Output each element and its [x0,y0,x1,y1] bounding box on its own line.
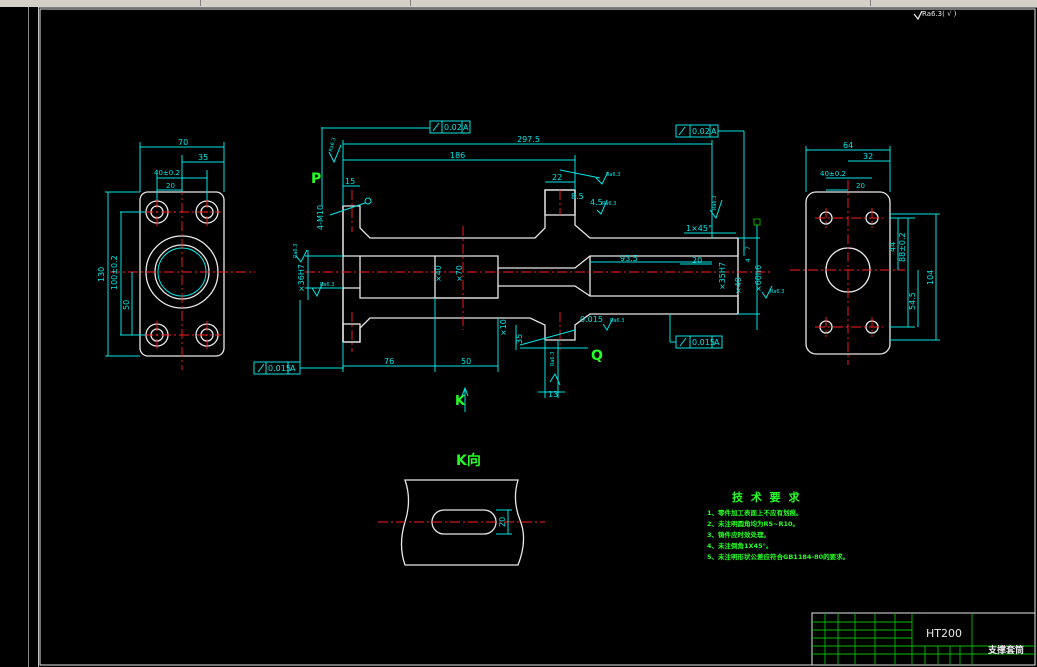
dim-8-5: 8.5 [571,192,584,201]
dim-dia-10: ×10 [499,319,508,336]
side-dim-width: 64 [843,141,853,150]
dim-22: 22 [552,173,562,182]
tech-item-5: 5、未注明形状公差应符合GB1184-80的要求。 [707,552,849,561]
ra-note-6: Ra6.3 [320,282,334,288]
part-name: 支撑套筒 [987,644,1024,656]
dim-total-length: 297.5 [517,135,540,144]
left-rail [28,7,29,667]
side-dim-small: 20 [856,182,865,190]
dim-hole-span: 40±0.2 [154,169,180,177]
roughness-symbol: Ra6.3( √ ) [913,10,957,21]
title-block: HT200 支撑套筒 [811,612,1036,666]
label-k: K [455,394,466,409]
dim-height: 130 [97,267,106,282]
tech-item-2: 2、未注明圆角均为R5~R10。 [707,519,799,528]
dim-15: 15 [345,177,355,186]
tol-runout-2: 0.02 [692,127,710,136]
dim-186: 186 [450,151,465,160]
tech-item-1: 1、零件加工表面上不应有划痕。 [707,508,803,517]
roughness-note: Ra6.3( √ ) [922,10,957,18]
label-q: Q [591,348,603,364]
dim-7: 7 [745,246,752,250]
dim-dia-40b: ×40 [734,277,743,294]
dim-4-5: 4.5 [590,198,603,207]
front-view: 70 35 40±0.2 20 130 100±0.2 50 [97,138,255,370]
ra-note-8: Ra6.3 [550,352,556,366]
tech-title: 技 术 要 求 [732,490,802,504]
dim-half: 35 [198,153,208,162]
side-dim-54-5: 54.5 [908,292,917,310]
dim-dia-40: ×40 [434,265,443,282]
thread-callout: 4-M10 [316,205,325,230]
k-view-title: K向 [456,452,481,469]
chamfer-note: 1×45° [686,224,712,233]
side-dim-half: 32 [863,152,873,161]
label-p: P [311,171,321,187]
ra-note-2: Ra6.3 [602,201,616,207]
drawing-frame [39,8,1036,666]
main-section-view: 0.02 A 297.5 186 22 Ra6.3 8.5 4.5 Ra6.3 … [253,120,784,412]
tol-perp: 0.015 [268,364,291,373]
dim-small: 20 [166,182,175,190]
dim-76: 76 [384,357,394,366]
dim-35: 35 [515,334,524,344]
dim-50: 50 [461,357,471,366]
k-dim-20: 20 [498,517,507,527]
dim-93-5: 93.5 [620,254,638,263]
side-view: 64 32 40±0.2 20 88±0.2 44 104 54.5 [790,141,940,365]
toolbar-segment-7[interactable] [875,0,1037,6]
ra-note-3: Ra6.3 [328,137,338,152]
side-dim-104: 104 [926,270,935,285]
dim-dia-70: ×70 [455,265,464,282]
ra-note-4: Ra6.3 [712,196,718,210]
dim-20: 20 [692,256,702,265]
k-view: K向 20 [378,452,545,566]
side-dim-88: 88±0.2 [898,232,907,262]
toolbar-strip[interactable] [0,0,1037,8]
dim-4: 4 [745,258,752,262]
material-label: HT200 [926,627,962,640]
toolbar-segment-3[interactable] [360,0,411,6]
toolbar-segment-6[interactable] [730,0,871,6]
dim-width: 70 [178,138,188,147]
tol-015: 0.015 [580,315,603,324]
ra-note-5: Ra6.3 [770,289,784,295]
datum-2: A [711,127,717,136]
dim-bore-right: ×35H7 [718,262,727,290]
datum-1: A [463,123,469,132]
dim-dia-60: ×60h6 [754,265,763,292]
left-toolbar[interactable] [0,7,39,667]
tol-runout-1: 0.02 [444,123,462,132]
side-dim-44: 44 [888,242,897,252]
tech-item-3: 3、铸件应时效处理。 [707,530,770,539]
tol-runout-3: 0.015 [692,338,715,347]
datum-4: A [714,338,720,347]
dim-hole-v: 100±0.2 [110,255,119,290]
dim-bore-left: ×36H7 [297,264,306,292]
dim-lower: 50 [122,300,131,310]
datum-3: A [290,364,296,373]
tech-requirements: 技 术 要 求 1、零件加工表面上不应有划痕。 2、未注明圆角均为R5~R10。… [707,490,849,561]
toolbar-segment-2[interactable] [140,0,201,6]
ra-note-1: Ra6.3 [606,172,620,178]
dim-13: 13 [548,390,558,399]
tech-item-4: 4、未注倒角1X45°。 [707,541,772,550]
side-dim-hole-span: 40±0.2 [820,170,846,178]
ra-note-7: Ra6.3 [293,244,299,258]
ra-note-9: Ra6.3 [610,318,624,324]
